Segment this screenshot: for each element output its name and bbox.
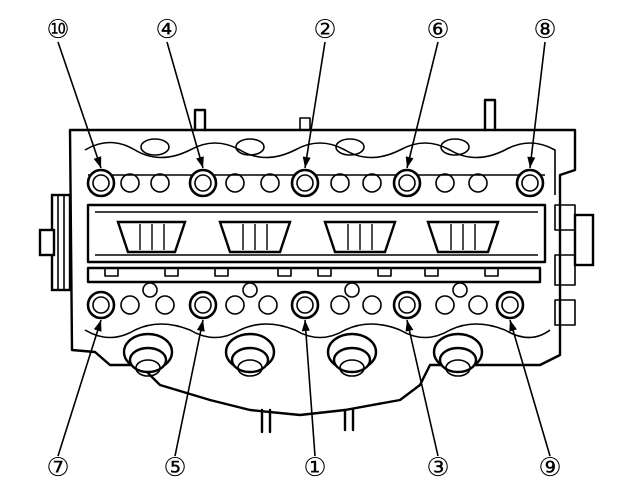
cylinder-head-body — [38, 98, 595, 434]
callout-7: ⑦ — [46, 453, 69, 483]
callout-5: ⑤ — [163, 453, 186, 483]
bolt-callouts: ⑩ ④ ② ⑥ ⑧ ⑦ ⑤ ① ③ ⑨ — [46, 15, 561, 483]
callout-label-4: ④ — [155, 15, 178, 45]
callout-label-8: ⑧ — [533, 15, 556, 45]
callout-4: ④ — [155, 15, 178, 45]
head-bolt-9 — [495, 290, 525, 320]
head-bolts — [86, 168, 545, 320]
callout-label-6: ⑥ — [426, 15, 449, 45]
callout-label-1: ① — [303, 453, 326, 483]
callout-label-5: ⑤ — [163, 453, 186, 483]
callout-label-10: ⑩ — [46, 15, 69, 45]
leader-line-10 — [57, 41, 102, 169]
combustion-chamber-windows — [116, 220, 500, 254]
leader-line-4 — [166, 41, 204, 169]
callout-label-7: ⑦ — [46, 453, 69, 483]
head-bolt-1 — [290, 290, 320, 320]
leader-line-1 — [301, 319, 316, 457]
callout-1: ① — [303, 453, 326, 483]
spark-plug-tubes — [122, 332, 484, 377]
leader-line-6 — [405, 41, 439, 169]
lower-valve-row — [120, 295, 488, 315]
leader-line-2 — [302, 41, 326, 169]
callout-3: ③ — [426, 453, 449, 483]
leader-line-3 — [405, 319, 439, 457]
head-bolt-2 — [290, 168, 320, 198]
leader-line-9 — [509, 319, 551, 457]
callout-label-3: ③ — [426, 453, 449, 483]
head-bolt-3 — [392, 290, 422, 320]
leader-line-8 — [527, 41, 546, 169]
leader-line-5 — [174, 319, 205, 457]
callout-9: ⑨ — [538, 453, 561, 483]
leader-line-7 — [57, 319, 102, 457]
head-bolt-7 — [86, 290, 116, 320]
upper-valve-row — [120, 173, 488, 193]
callout-2: ② — [313, 15, 336, 45]
callout-10: ⑩ — [46, 15, 69, 45]
head-bolt-8 — [515, 168, 545, 198]
head-bolt-6 — [392, 168, 422, 198]
callout-label-9: ⑨ — [538, 453, 561, 483]
head-bolt-5 — [188, 290, 218, 320]
callout-8: ⑧ — [533, 15, 556, 45]
head-bolt-4 — [188, 168, 218, 198]
callout-label-2: ② — [313, 15, 336, 45]
callout-6: ⑥ — [426, 15, 449, 45]
head-bolt-10 — [86, 168, 116, 198]
